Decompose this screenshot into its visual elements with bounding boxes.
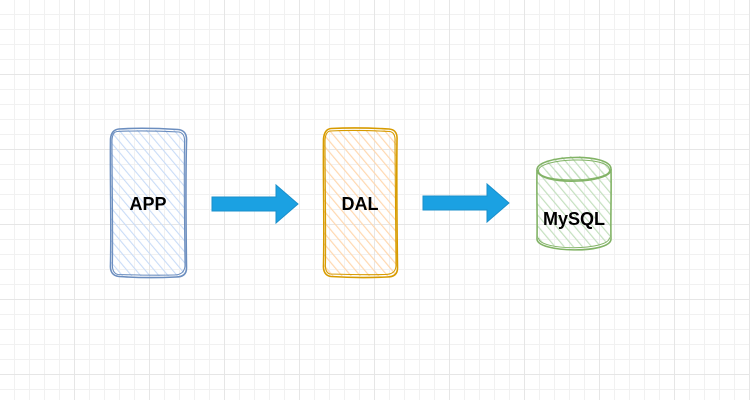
node-mysql-bottom-sketch — [538, 237, 610, 249]
node-dal-fill — [324, 130, 397, 276]
node-mysql-top-fill — [537, 156, 611, 184]
node-dal-border — [322, 127, 399, 279]
node-dal-label: DAL — [342, 194, 379, 214]
node-app-border-sketch — [111, 130, 186, 276]
node-app-fill — [111, 130, 185, 276]
arrow-app-dal — [211, 183, 299, 225]
node-mysql[interactable]: MySQL — [536, 156, 612, 251]
node-mysql-label: MySQL — [543, 209, 605, 229]
node-app-border — [109, 127, 188, 279]
node-dal[interactable]: DAL — [322, 127, 399, 279]
edge-app-to-dal[interactable] — [211, 183, 299, 225]
edge-dal-to-mysql[interactable] — [422, 182, 510, 224]
node-dal-border-sketch — [324, 129, 397, 276]
node-mysql-top-sketch — [537, 159, 611, 181]
node-app[interactable]: APP — [109, 127, 188, 279]
node-app-label: APP — [129, 194, 166, 214]
node-mysql-bottom — [536, 238, 612, 251]
arrow-dal-mysql — [422, 182, 510, 224]
node-mysql-fill — [537, 171, 611, 247]
